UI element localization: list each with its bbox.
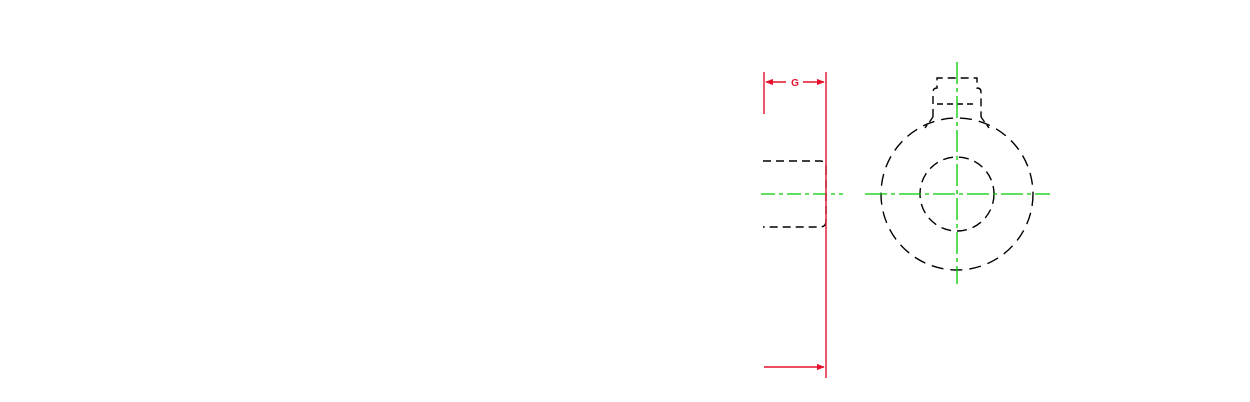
side-view-hidden-bottom-edge [763, 220, 827, 228]
side-view-hidden-top-edge [763, 160, 827, 168]
front-view-center-lines [865, 62, 1050, 284]
lug-hidden-outline [932, 77, 982, 117]
dimension-g [763, 72, 827, 378]
lug-hidden-right-fillet [980, 116, 990, 129]
lug-hidden-left-fillet [924, 116, 934, 129]
dimension-label: G [791, 78, 799, 89]
